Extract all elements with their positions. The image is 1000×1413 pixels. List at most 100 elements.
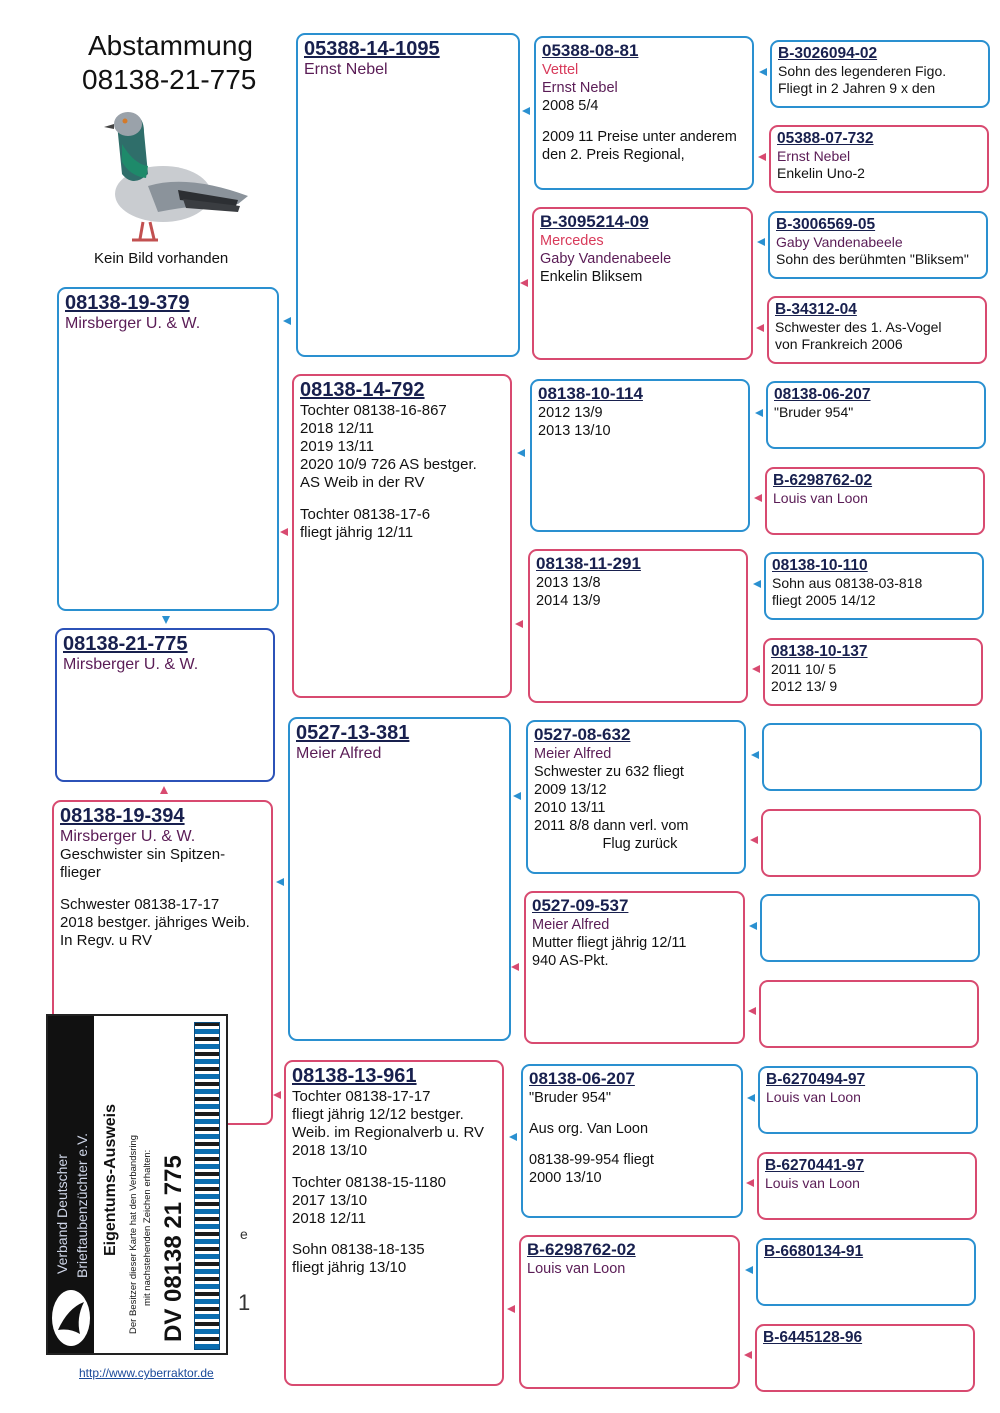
gen4-note: Schwester des 1. As-Vogel bbox=[775, 319, 942, 335]
connector-arrow-icon bbox=[755, 409, 763, 417]
gen4-box-3[interactable]: B-3006569-05 Gaby Vandenabeele Sohn des … bbox=[768, 211, 988, 279]
gen3-note: 2012 13/9 bbox=[538, 405, 603, 421]
gen2-note: fliegt jährig 13/10 bbox=[292, 1259, 407, 1276]
gen2-box-2[interactable]: 08138-14-792 Tochter 08138-16-867 2018 1… bbox=[292, 374, 512, 698]
connector-arrow-icon bbox=[517, 449, 525, 457]
stray-mark: 1 bbox=[238, 1290, 251, 1315]
connector-arrow-icon bbox=[511, 963, 519, 971]
gen2-note: fliegt jährig 12/11 bbox=[300, 523, 414, 541]
gen4-box-11[interactable] bbox=[760, 894, 980, 962]
gen4-box-1[interactable]: B-3026094-02 Sohn des legenderen Figo. F… bbox=[770, 40, 990, 108]
gen4-note: Sohn des legenderen Figo. bbox=[778, 63, 947, 79]
gen3-ring: 08138-11-291 bbox=[536, 554, 641, 573]
gen3-note: 2008 5/4 bbox=[542, 98, 599, 114]
gen2-note: 2020 10/9 726 AS bestger. bbox=[300, 456, 477, 473]
gen4-breeder: Louis van Loon bbox=[773, 490, 868, 506]
no-picture-caption: Kein Bild vorhanden bbox=[94, 250, 229, 267]
gen4-box-4[interactable]: B-34312-04 Schwester des 1. As-Vogel von… bbox=[767, 296, 987, 364]
gen4-box-10[interactable] bbox=[761, 809, 981, 877]
gen2-note bbox=[300, 492, 504, 506]
connector-arrow-icon bbox=[746, 1179, 754, 1187]
subject-ring: 08138-21-775 bbox=[63, 633, 188, 655]
connector-arrow-icon bbox=[520, 279, 528, 287]
gen4-ring: B-3006569-05 bbox=[776, 216, 876, 233]
gen4-breeder: Ernst Nebel bbox=[777, 148, 851, 164]
gen4-ring: B-6298762-02 bbox=[773, 472, 873, 489]
gen4-ring: B-6445128-96 bbox=[763, 1329, 863, 1346]
gen4-box-2[interactable]: 05388-07-732 Ernst Nebel Enkelin Uno-2 bbox=[769, 125, 989, 193]
gen2-note: Tochter 08138-17-17 bbox=[292, 1088, 431, 1105]
gen3-box-2[interactable]: B-3095214-09 Mercedes Gaby Vandenabeele … bbox=[532, 207, 753, 360]
gen4-box-8[interactable]: 08138-10-137 2011 10/ 5 2012 13/ 9 bbox=[763, 638, 983, 706]
connector-arrow-icon bbox=[280, 528, 288, 536]
connector-arrow-icon bbox=[273, 1091, 281, 1099]
ownership-card: Verband Deutscher Brieftaubenzüchter e.V… bbox=[46, 1014, 228, 1355]
gen4-box-15[interactable]: B-6680134-91 bbox=[756, 1238, 976, 1306]
gen2-box-4[interactable]: 08138-13-961 Tochter 08138-17-17 fliegt … bbox=[284, 1060, 504, 1386]
gen2-note: Tochter 08138-16-867 bbox=[300, 402, 447, 419]
gen3-note: Aus org. Van Loon bbox=[529, 1121, 649, 1138]
gen3-box-5[interactable]: 0527-08-632 Meier Alfred Schwester zu 63… bbox=[526, 720, 746, 874]
gen3-breeder: Meier Alfred bbox=[534, 746, 612, 762]
gen4-box-12[interactable] bbox=[759, 980, 979, 1048]
gen4-box-16[interactable]: B-6445128-96 bbox=[755, 1324, 975, 1392]
gen3-box-8[interactable]: B-6298762-02 Louis van Loon bbox=[519, 1235, 740, 1389]
connector-arrow-icon bbox=[747, 1094, 755, 1102]
gen2-ring: 08138-14-792 bbox=[300, 379, 425, 401]
gen3-breeder: Ernst Nebel bbox=[542, 80, 618, 96]
gen2-box-3[interactable]: 0527-13-381 Meier Alfred bbox=[288, 717, 511, 1041]
gen3-note: 08138-99-954 fliegt bbox=[529, 1152, 654, 1169]
connector-arrow-icon bbox=[509, 1133, 517, 1141]
gen2-note: AS Weib in der RV bbox=[300, 474, 425, 491]
gen3-breeder: Meier Alfred bbox=[532, 917, 610, 933]
gen4-note: Sohn aus 08138-03-818 bbox=[772, 575, 923, 591]
pigeon-image bbox=[88, 104, 253, 254]
gen3-ring: 08138-06-207 bbox=[529, 1069, 635, 1088]
father-ring: 08138-19-379 bbox=[65, 292, 190, 314]
card-bird-logo-icon bbox=[50, 1288, 92, 1348]
gen2-note: 2019 13/11 bbox=[300, 438, 374, 455]
gen2-note: Tochter 08138-15-1180 bbox=[292, 1173, 446, 1191]
gen4-box-7[interactable]: 08138-10-110 Sohn aus 08138-03-818 flieg… bbox=[764, 552, 984, 620]
gen4-ring: B-34312-04 bbox=[775, 301, 857, 318]
gen4-note: Enkelin Uno-2 bbox=[777, 165, 865, 181]
father-box[interactable]: 08138-19-379 Mirsberger U. & W. bbox=[57, 287, 279, 611]
subject-box[interactable]: 08138-21-775 Mirsberger U. & W. bbox=[55, 628, 275, 782]
card-org-line1: Verband Deutscher bbox=[54, 1154, 70, 1274]
gen3-box-3[interactable]: 08138-10-114 2012 13/9 2013 13/10 bbox=[530, 379, 750, 532]
gen3-box-6[interactable]: 0527-09-537 Meier Alfred Mutter fliegt j… bbox=[524, 891, 745, 1044]
gen4-ring: B-6270441-97 bbox=[765, 1157, 865, 1174]
gen4-note: von Frankreich 2006 bbox=[775, 336, 903, 352]
gen4-box-9[interactable] bbox=[762, 723, 982, 791]
gen3-box-1[interactable]: 05388-08-81 Vettel Ernst Nebel 2008 5/4 … bbox=[534, 36, 754, 190]
gen4-box-14[interactable]: B-6270441-97 Louis van Loon bbox=[757, 1152, 977, 1220]
gen2-note: 2018 13/10 bbox=[292, 1142, 368, 1159]
gen3-note: Mutter fliegt jährig 12/11 bbox=[532, 935, 687, 951]
connector-arrow-icon bbox=[751, 751, 759, 759]
gen2-box-1[interactable]: 05388-14-1095 Ernst Nebel bbox=[296, 33, 520, 357]
gen3-box-7[interactable]: 08138-06-207 "Bruder 954" Aus org. Van L… bbox=[521, 1064, 743, 1218]
gen4-box-5[interactable]: 08138-06-207 "Bruder 954" bbox=[766, 381, 986, 449]
gen3-note bbox=[529, 1138, 735, 1151]
card-org-line2: Brieftaubenzüchter e.V. bbox=[74, 1132, 90, 1278]
gen3-breeder: Louis van Loon bbox=[527, 1261, 626, 1277]
gen3-note: 2009 13/12 bbox=[534, 782, 607, 798]
gen4-note: fliegt 2005 14/12 bbox=[772, 592, 876, 608]
connector-arrow-icon bbox=[750, 836, 758, 844]
gen4-ring: 08138-10-137 bbox=[771, 643, 868, 660]
gen4-box-13[interactable]: B-6270494-97 Louis van Loon bbox=[758, 1066, 978, 1134]
connector-arrow-icon bbox=[276, 878, 284, 886]
connector-arrow-icon bbox=[515, 620, 523, 628]
gen2-ring: 0527-13-381 bbox=[296, 722, 410, 744]
gen3-note: 2013 13/8 bbox=[536, 575, 601, 591]
gen3-box-4[interactable]: 08138-11-291 2013 13/8 2014 13/9 bbox=[528, 549, 748, 703]
gen4-box-6[interactable]: B-6298762-02 Louis van Loon bbox=[765, 467, 985, 535]
gen3-ring: 0527-08-632 bbox=[534, 725, 631, 744]
connector-arrow-icon bbox=[283, 317, 291, 325]
gen2-note: Tochter 08138-17-6 bbox=[300, 505, 431, 523]
gen2-note bbox=[292, 1228, 496, 1242]
connector-arrow-icon bbox=[162, 616, 170, 624]
gen2-note: 2017 13/10 bbox=[292, 1191, 368, 1209]
mother-note bbox=[60, 882, 265, 896]
footer-link[interactable]: http://www.cyberraktor.de bbox=[79, 1366, 214, 1380]
